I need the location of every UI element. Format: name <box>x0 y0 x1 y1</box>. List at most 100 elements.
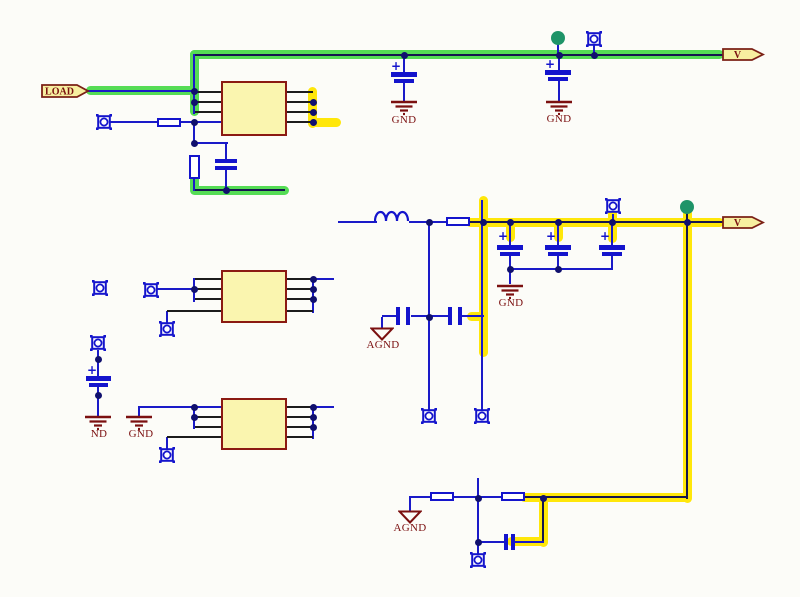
agnd-label: AGND <box>393 522 427 534</box>
wire <box>509 255 511 270</box>
test-point[interactable] <box>421 408 437 424</box>
junction-dot <box>309 423 317 431</box>
cap-plate[interactable] <box>215 159 237 163</box>
power-dot[interactable] <box>550 30 566 46</box>
polarized-cap-plate[interactable] <box>500 252 520 256</box>
load-flag[interactable]: LOAD <box>41 83 90 99</box>
cap-plus-sign: + <box>546 229 557 243</box>
polarized-cap-plate[interactable] <box>548 252 568 256</box>
resistor[interactable] <box>430 492 454 501</box>
junction-dot <box>94 355 102 363</box>
junction-dot <box>190 139 198 147</box>
test-point[interactable] <box>92 280 108 296</box>
cap-plate[interactable] <box>458 307 462 325</box>
wire <box>193 54 195 114</box>
wire <box>409 497 411 511</box>
junction-dot <box>309 295 317 303</box>
ic-pin <box>195 278 221 280</box>
ic-pin <box>195 426 221 428</box>
junction-dot <box>555 51 563 59</box>
wire <box>557 255 559 270</box>
wire <box>509 223 511 245</box>
ic-regulator-2[interactable] <box>221 270 287 323</box>
polarized-cap-plate[interactable] <box>599 245 625 250</box>
junction-dot <box>683 218 691 226</box>
wire <box>477 542 479 554</box>
cap-plus-sign: + <box>87 363 98 377</box>
ic-pin <box>287 101 313 103</box>
test-point[interactable] <box>586 31 602 47</box>
wire <box>225 143 227 161</box>
junction-dot <box>425 218 433 226</box>
wire <box>524 496 688 498</box>
polarized-cap-plate[interactable] <box>391 72 417 77</box>
wire <box>428 317 430 410</box>
junction-dot <box>309 275 317 283</box>
wire <box>510 268 613 270</box>
polarized-cap-plate[interactable] <box>497 245 523 250</box>
polarized-cap-plate[interactable] <box>86 376 111 381</box>
test-point[interactable] <box>159 321 175 337</box>
wire <box>409 496 431 498</box>
junction-dot <box>190 403 198 411</box>
ic-pin <box>287 111 313 113</box>
wire <box>479 541 505 543</box>
gnd-symbol <box>546 100 572 116</box>
ic-pin <box>167 310 221 312</box>
wire <box>97 358 99 377</box>
power-dot[interactable] <box>679 199 695 215</box>
test-point[interactable] <box>474 408 490 424</box>
polarized-cap-plate[interactable] <box>548 77 568 81</box>
ic-pin <box>287 406 313 408</box>
junction-dot <box>190 98 198 106</box>
wire <box>403 83 405 101</box>
wire <box>157 288 195 290</box>
polarized-cap-plate[interactable] <box>545 245 571 250</box>
cap-plate[interactable] <box>406 307 410 325</box>
ic-regulator-1[interactable] <box>221 81 287 136</box>
inductor[interactable] <box>374 210 410 223</box>
wire <box>312 406 314 439</box>
junction-dot <box>608 218 616 226</box>
wire <box>312 278 334 280</box>
wire <box>558 55 560 71</box>
polarized-cap-plate[interactable] <box>545 70 571 75</box>
cap-plate[interactable] <box>396 307 400 325</box>
cap-plate[interactable] <box>448 307 452 325</box>
cap-plus-sign: + <box>545 57 556 71</box>
wire <box>110 121 158 123</box>
polarized-cap-plate[interactable] <box>602 252 622 256</box>
test-point[interactable] <box>143 282 159 298</box>
junction-dot <box>222 186 230 194</box>
polarized-cap-plate[interactable] <box>394 79 414 83</box>
v-flag-mid[interactable]: V <box>722 215 765 230</box>
wire <box>509 269 511 284</box>
resistor[interactable] <box>446 217 470 226</box>
ic-pin <box>287 288 313 290</box>
junction-dot <box>590 51 598 59</box>
gnd-label: GND <box>128 428 154 440</box>
ic-pin <box>287 278 313 280</box>
cap-plate[interactable] <box>511 534 515 550</box>
v-flag-top[interactable]: V <box>722 47 765 62</box>
ic-pin <box>287 310 313 312</box>
junction-dot <box>94 391 102 399</box>
polarized-cap-plate[interactable] <box>89 383 108 387</box>
cap-plate[interactable] <box>215 166 237 170</box>
resistor[interactable] <box>189 155 200 179</box>
wire <box>312 406 334 408</box>
ic-pin <box>195 416 221 418</box>
test-point[interactable] <box>96 114 112 130</box>
resistor[interactable] <box>157 118 181 127</box>
cap-plate[interactable] <box>504 534 508 550</box>
test-point[interactable] <box>159 447 175 463</box>
agnd-symbol <box>370 327 394 341</box>
test-point[interactable] <box>605 198 621 214</box>
test-point[interactable] <box>470 552 486 568</box>
ic-regulator-3[interactable] <box>221 398 287 450</box>
wire <box>225 170 227 191</box>
wire <box>88 90 194 92</box>
test-point[interactable] <box>90 335 106 351</box>
resistor[interactable] <box>501 492 525 501</box>
